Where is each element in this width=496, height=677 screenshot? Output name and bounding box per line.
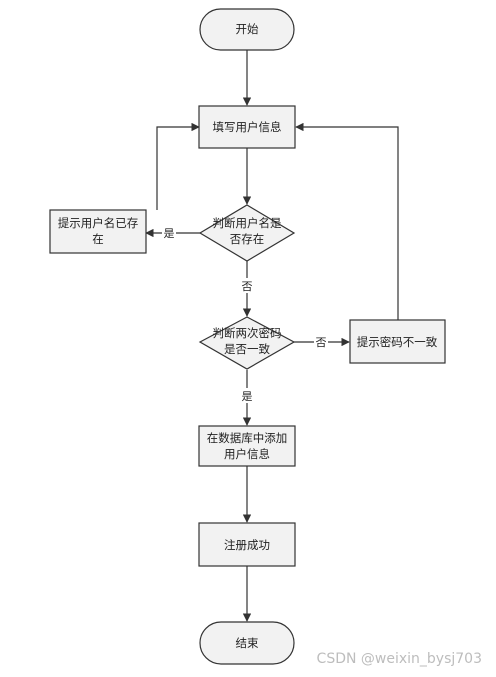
node-username-exists-label-line1: 提示用户名已存 bbox=[58, 216, 139, 230]
node-check-password-label-line2: 是否一致 bbox=[224, 342, 270, 356]
node-check-username-label-line1: 判断用户名是 bbox=[213, 216, 282, 230]
node-password-mismatch: 提示密码不一致 bbox=[349, 319, 446, 364]
terminator-shape bbox=[199, 8, 295, 51]
node-username-exists: 提示用户名已存 在 bbox=[49, 209, 147, 254]
process-shape bbox=[198, 522, 296, 567]
node-add-to-db-label-line2: 用户信息 bbox=[224, 447, 270, 461]
edge-label-username-yes: 是 bbox=[164, 227, 175, 240]
node-end: 结束 bbox=[199, 621, 295, 665]
node-password-mismatch-label: 提示密码不一致 bbox=[357, 335, 438, 349]
node-fill-info: 填写用户信息 bbox=[198, 105, 296, 149]
node-register-success: 注册成功 bbox=[198, 522, 296, 567]
node-fill-info-label: 填写用户信息 bbox=[213, 120, 282, 134]
node-start: 开始 bbox=[199, 8, 295, 51]
edge-label-password-no: 否 bbox=[316, 336, 327, 349]
node-username-exists-label-line2: 在 bbox=[92, 232, 104, 246]
node-check-username: 判断用户名是 否存在 bbox=[198, 204, 296, 262]
edge-label-username-no: 否 bbox=[242, 280, 253, 293]
node-check-password: 判断两次密码 是否一致 bbox=[198, 316, 296, 370]
node-register-success-label: 注册成功 bbox=[224, 538, 270, 552]
node-add-to-db: 在数据库中添加 用户信息 bbox=[198, 425, 296, 467]
edge-labels: 是 否 否 是 bbox=[162, 225, 328, 403]
edge-password-mismatch-to-fill-info bbox=[295, 122, 399, 320]
node-end-label: 结束 bbox=[236, 636, 259, 650]
process-shape bbox=[349, 319, 446, 364]
process-shape bbox=[49, 209, 147, 254]
node-add-to-db-label-line1: 在数据库中添加 bbox=[207, 431, 288, 445]
process-shape bbox=[198, 105, 296, 149]
node-check-username-label-line2: 否存在 bbox=[230, 232, 265, 246]
node-check-password-label-line1: 判断两次密码 bbox=[213, 326, 282, 340]
terminator-shape bbox=[199, 621, 295, 665]
decision-shape bbox=[198, 316, 296, 370]
node-start-label: 开始 bbox=[236, 22, 259, 36]
process-shape bbox=[198, 425, 296, 467]
decision-shape bbox=[198, 204, 296, 262]
watermark-text: CSDN @weixin_bysj703 bbox=[317, 651, 482, 667]
edge-username-exists-to-fill-info bbox=[156, 122, 200, 210]
edge-label-password-yes: 是 bbox=[242, 390, 253, 403]
